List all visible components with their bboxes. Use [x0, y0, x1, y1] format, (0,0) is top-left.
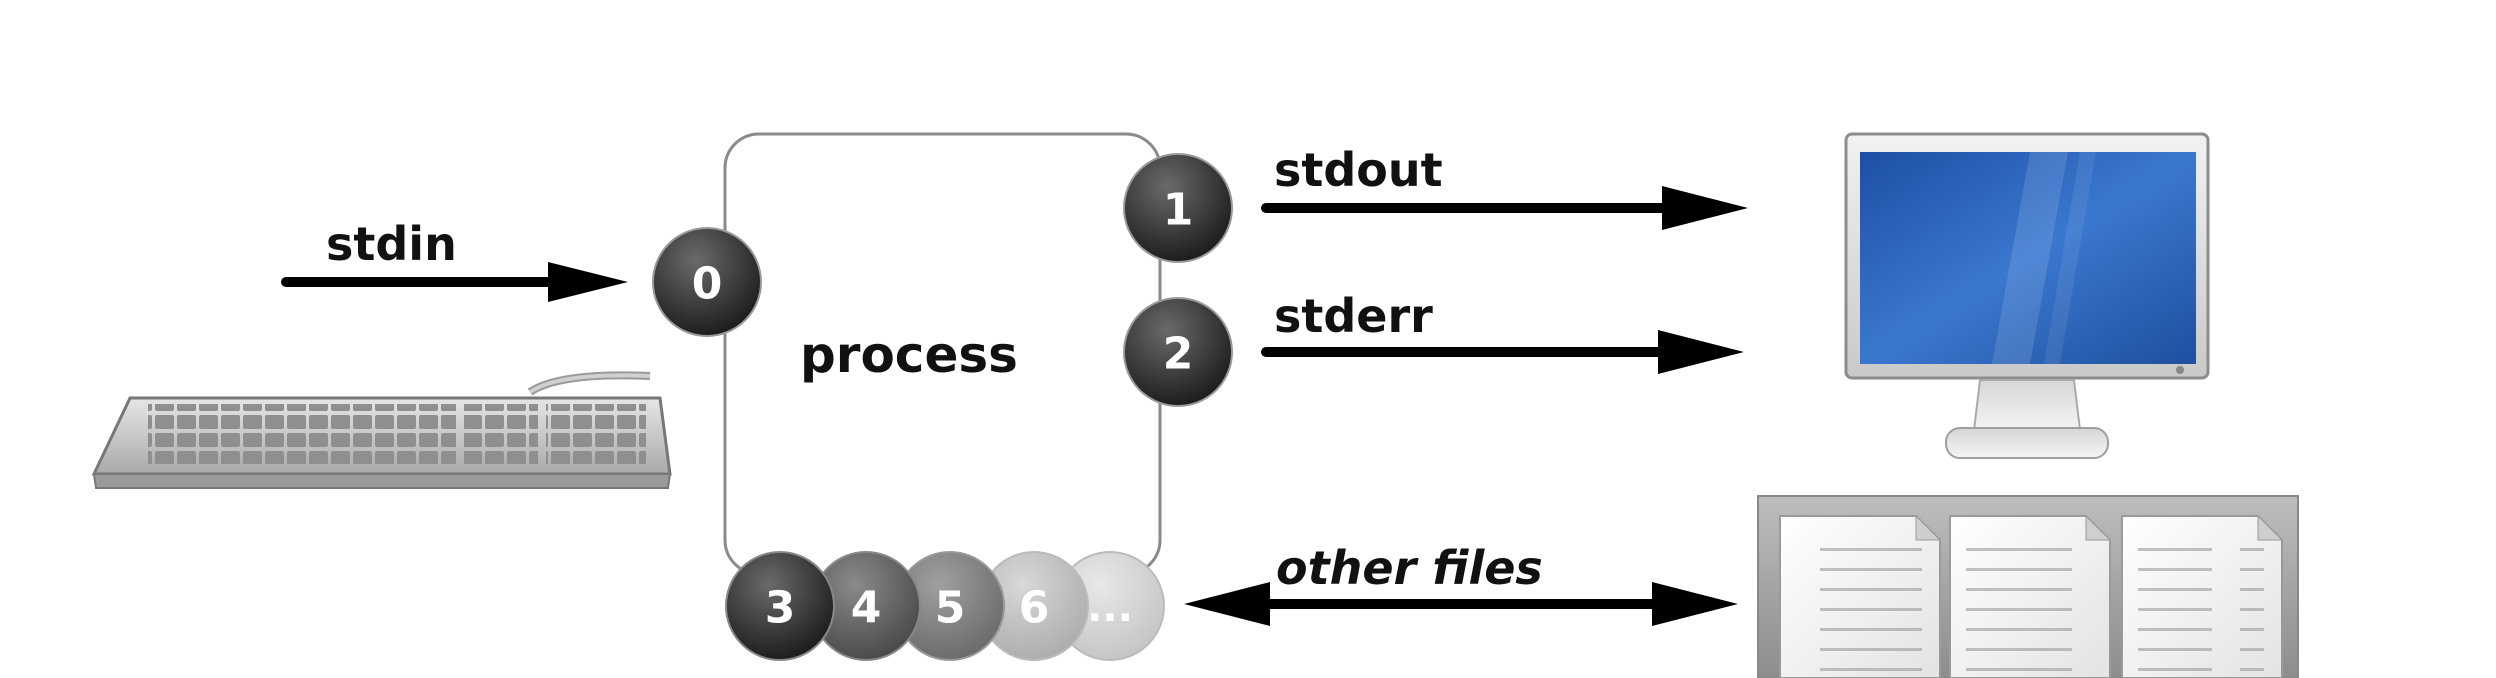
fd-3-circle: 3 [725, 551, 835, 661]
fd-more-label: ... [1087, 585, 1133, 631]
monitor-icon [1844, 132, 2210, 459]
keyboard-icon [91, 371, 672, 489]
fd-extra-row: ... 6 5 4 3 [725, 551, 1165, 661]
other-files-label: other files [1276, 541, 1543, 595]
stdout-label: stdout [1274, 143, 1443, 197]
fd-1-label: 1 [1163, 185, 1194, 236]
document-page-1 [1779, 514, 1942, 678]
fd-more-circle: ... [1055, 551, 1165, 661]
fd-0-circle: 0 [652, 227, 762, 337]
fd-4-label: 4 [851, 583, 882, 634]
stdin-label: stdin [326, 217, 457, 271]
documents-icon [1757, 495, 2299, 678]
fd-5-label: 5 [935, 583, 966, 634]
fd-1-circle: 1 [1123, 153, 1233, 263]
document-page-3 [2121, 514, 2284, 678]
stderr-arrow [1261, 330, 1744, 374]
stdout-arrow [1261, 186, 1748, 230]
stderr-label: stderr [1274, 289, 1433, 343]
fd-2-label: 2 [1163, 329, 1194, 380]
document-page-2 [1949, 514, 2112, 678]
stdin-arrow [281, 262, 628, 302]
fd-3-label: 3 [765, 583, 796, 634]
process-label: process [800, 326, 1018, 384]
other-files-arrow [1184, 582, 1738, 626]
fd-2-circle: 2 [1123, 297, 1233, 407]
fd-6-label: 6 [1019, 583, 1050, 634]
fd-0-label: 0 [692, 259, 723, 310]
